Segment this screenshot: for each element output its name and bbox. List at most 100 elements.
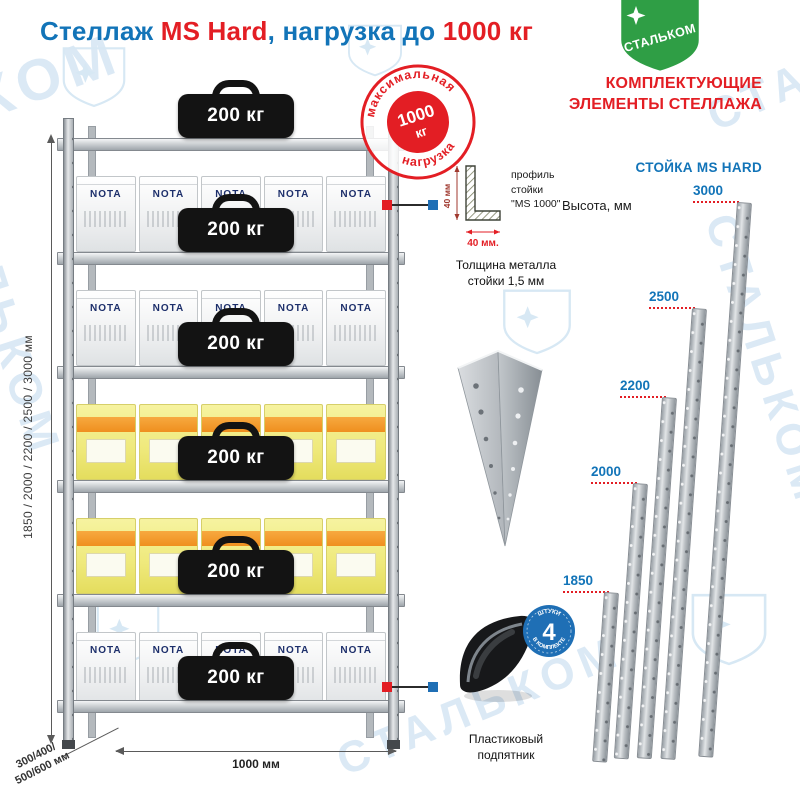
callout-marker-red	[382, 200, 392, 210]
rack-foot	[387, 740, 400, 749]
profile-horizontal-dim-label: 40 мм.	[467, 238, 499, 249]
badge-dashed-ring	[526, 608, 572, 654]
box-row	[76, 404, 386, 480]
white-box: NOTA	[76, 632, 136, 708]
profile-caption-line2: стойки	[511, 183, 544, 196]
shield-outline	[503, 289, 571, 355]
watermark-shield-icon	[348, 24, 402, 77]
weight-badge-label: 200 кг	[207, 333, 265, 354]
box-stripe	[77, 417, 135, 432]
callout-line	[386, 686, 432, 688]
spark-icon	[358, 38, 377, 56]
post-height-label: 2200	[620, 378, 667, 398]
box-barcode	[334, 211, 378, 227]
components-heading-line1: КОМПЛЕКТУЮЩИЕ	[605, 75, 762, 92]
plastic-foot-caption-line2: подпятник	[477, 747, 535, 762]
rack-shelf	[57, 252, 405, 265]
width-dimension-label: 1000 мм	[232, 757, 280, 771]
weight-badge-label: 200 кг	[207, 105, 265, 126]
box-stripe	[327, 531, 385, 546]
profile-caption-line3: "MS 1000"	[511, 198, 561, 211]
box-barcode	[84, 667, 128, 683]
box-brand-label: NOTA	[90, 303, 122, 314]
profile-diagram-block: 40 мм 40 мм. профиль стойки "MS 1000"	[444, 158, 560, 254]
weight-badge: 200 кг	[178, 550, 294, 594]
yellow-box	[76, 518, 136, 594]
badge-number: 4	[542, 619, 556, 646]
box-brand-label: NOTA	[90, 189, 122, 200]
box-label-patch	[86, 553, 126, 577]
height-dimension-label: 1850 / 2000 / 2200 / 2500 / 3000 мм	[21, 335, 35, 539]
weight-badge: 200 кг	[178, 94, 294, 138]
watermark-shield-icon	[62, 47, 126, 108]
title-segment: , нагрузка до	[267, 16, 443, 46]
rack-shelf	[57, 138, 405, 151]
weight-badge-label: 200 кг	[207, 447, 265, 468]
arrow-right-icon	[494, 229, 500, 235]
box-brand-label: NOTA	[90, 645, 122, 656]
rack-shelf	[57, 700, 405, 713]
rack-front-upright	[63, 118, 74, 742]
foot-inner-curve	[473, 629, 515, 679]
max-load-stamp: 1000 кг максимальная нагрузка	[353, 54, 476, 180]
shield-outline	[62, 47, 126, 108]
spark-icon	[75, 62, 96, 83]
title-segment-highlight: 1000 кг	[442, 16, 534, 46]
box-stripe	[77, 531, 135, 546]
thickness-line2: стойки 1,5 мм	[467, 273, 545, 288]
box-brand-label: NOTA	[277, 303, 310, 314]
box-brand-label: NOTA	[340, 303, 372, 314]
width-dimension-line	[115, 747, 397, 755]
box-brand-label: NOTA	[152, 189, 185, 200]
weight-badge: 200 кг	[178, 208, 294, 252]
shield-outline	[691, 593, 767, 666]
box-brand-label: NOTA	[340, 645, 372, 656]
post-height-label: 3000	[693, 183, 740, 203]
page-title: Стеллаж MS Hard, нагрузка до 1000 кг	[40, 16, 533, 47]
components-heading-line2: ЭЛЕМЕНТЫ СТЕЛЛАЖА	[568, 95, 762, 113]
box-brand-label: NOTA	[340, 189, 372, 200]
white-box: NOTA	[326, 632, 386, 708]
shield-outline	[348, 24, 402, 77]
spark-icon	[109, 618, 130, 639]
rack-shelf	[57, 480, 405, 493]
angle-right-face	[497, 350, 543, 547]
weight-badge-label: 200 кг	[207, 219, 265, 240]
title-segment: Стеллаж	[40, 16, 161, 46]
angle-top-edge	[457, 349, 543, 371]
thickness-caption: Толщина металла стойки 1,5 мм	[436, 258, 576, 289]
logo-spark-icon	[626, 6, 646, 25]
box-brand-label: NOTA	[277, 189, 310, 200]
foot-edge-highlight	[466, 622, 523, 683]
rack-front-upright	[388, 118, 399, 742]
post-height-label: 2000	[591, 464, 638, 484]
callout-marker-red	[382, 682, 392, 692]
box-barcode	[84, 211, 128, 227]
weight-badge: 200 кг	[178, 436, 294, 480]
angle-post-image	[457, 349, 543, 547]
thickness-line1: Толщина металла	[455, 258, 557, 272]
angle-left-face	[457, 350, 506, 547]
kit-quantity-badge: 4 ШТУКИ В КОМПЛЕКТЕ	[523, 605, 575, 657]
height-units-label: Высота, мм	[562, 198, 632, 213]
components-heading: КОМПЛЕКТУЮЩИЕ ЭЛЕМЕНТЫ СТЕЛЛАЖА	[500, 74, 762, 116]
rack-shelf	[57, 366, 405, 379]
plastic-foot-image	[459, 615, 534, 702]
foot-shadow	[464, 690, 532, 702]
box-label-patch	[86, 439, 126, 463]
yellow-box	[326, 404, 386, 480]
box-stripe	[264, 417, 323, 432]
badge-ring-top-text: ШТУКИ	[537, 609, 561, 618]
profile-angle-shape	[465, 165, 501, 221]
rack-foot	[62, 740, 75, 749]
angle-left-holes	[473, 383, 501, 520]
logo-shield-shape	[618, 0, 702, 74]
stamp-center-disc	[387, 91, 449, 153]
box-stripe	[264, 531, 323, 546]
angle-right-holes	[506, 387, 524, 521]
badge-ring-top: ШТУКИ	[537, 609, 561, 618]
box-brand-label: NOTA	[152, 303, 185, 314]
box-barcode	[84, 325, 128, 341]
profile-caption-line1: профиль	[511, 169, 555, 181]
